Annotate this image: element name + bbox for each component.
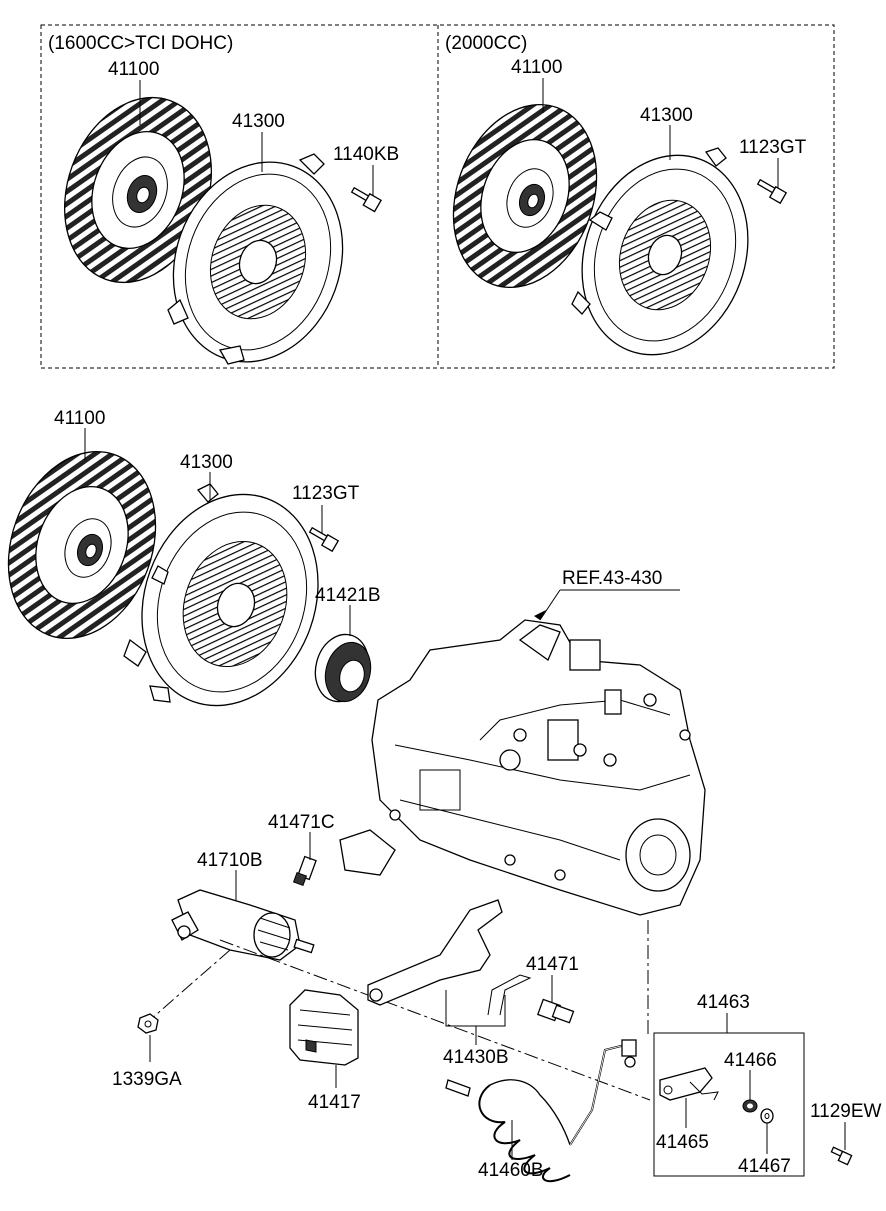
label-41300-2000cc: 41300 <box>640 105 693 126</box>
bolt-1123gt-2000cc <box>756 178 788 205</box>
label-41465: 41465 <box>656 1132 709 1153</box>
bolt-1140kb <box>350 186 382 213</box>
label-1140kb: 1140KB <box>333 144 399 165</box>
label-ref-43-430: REF.43-430 <box>562 568 662 589</box>
label-1339ga: 1339GA <box>112 1069 182 1090</box>
pressure-plate-main <box>123 483 319 707</box>
release-bearing <box>314 633 372 703</box>
box-title-2000cc: (2000CC) <box>445 33 527 54</box>
nut <box>137 1013 159 1034</box>
label-41471: 41471 <box>526 954 579 975</box>
label-1123gt-main: 1123GT <box>292 483 360 504</box>
pivot-bolt <box>292 855 317 887</box>
washer <box>760 1108 774 1124</box>
label-41100-2000cc: 41100 <box>511 57 562 78</box>
bracket-bolt <box>830 1146 853 1166</box>
label-41466: 41466 <box>724 1050 777 1071</box>
label-41421b: 41421B <box>315 585 381 606</box>
label-41300-1600cc: 41300 <box>232 111 285 132</box>
label-41100-main: 41100 <box>54 408 105 429</box>
clutch-hose <box>445 1039 637 1183</box>
label-41300-main: 41300 <box>180 452 233 473</box>
dust-boot <box>289 989 359 1066</box>
clutch-disc-main <box>7 451 157 639</box>
label-41100-1600cc: 41100 <box>108 59 159 80</box>
fork-stud <box>536 998 575 1024</box>
pressure-plate-1600cc <box>167 153 344 365</box>
label-1123gt-2000cc: 1123GT <box>739 137 807 158</box>
transmission-housing <box>339 619 706 916</box>
hose-bracket <box>659 1067 719 1101</box>
slave-cylinder <box>171 889 315 961</box>
label-1129ew: 1129EW <box>810 1101 882 1122</box>
leader-fork-bracket <box>445 990 506 1027</box>
centerline-nut <box>149 949 231 1021</box>
label-41417: 41417 <box>308 1092 361 1113</box>
label-41430b: 41430B <box>443 1047 509 1068</box>
release-fork <box>367 899 503 1006</box>
retaining-clip <box>742 1099 758 1113</box>
ref-arrow <box>534 610 546 620</box>
pressure-plate-2000cc <box>571 147 749 356</box>
leader-ref <box>539 589 561 621</box>
option-boxes <box>40 24 835 369</box>
fork-spring <box>487 974 532 1016</box>
label-41467: 41467 <box>738 1156 791 1177</box>
label-41463: 41463 <box>697 992 750 1013</box>
label-41710b: 41710B <box>197 850 263 871</box>
box-title-1600cc: (1600CC>TCI DOHC) <box>48 33 233 54</box>
clutch-disc-1600cc <box>63 96 213 284</box>
bracket-group-box <box>653 1032 805 1177</box>
label-41471c: 41471C <box>268 812 335 833</box>
centerline-cylinder-fork <box>219 939 651 1101</box>
clutch-disc-2000cc <box>452 104 598 288</box>
label-41460b: 41460B <box>478 1160 544 1181</box>
bolt-1123gt-main <box>308 526 340 553</box>
